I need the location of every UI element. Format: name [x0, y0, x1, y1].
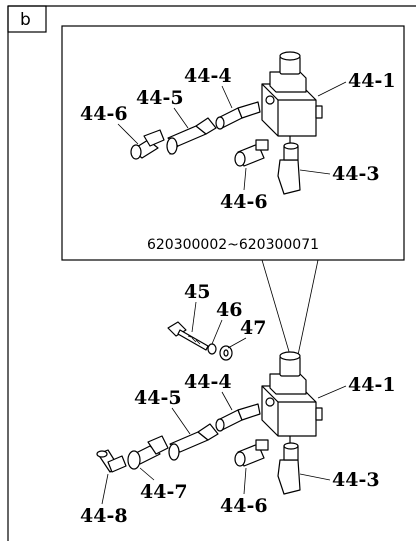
callout-line-left	[261, 259, 291, 356]
detail-label-44-3: 44-3	[332, 163, 380, 185]
elbow-44-8	[96, 449, 127, 473]
leader-44-8	[101, 473, 109, 505]
detail-leader-44-6-left	[117, 123, 139, 145]
corner-label: b	[20, 10, 31, 30]
leader-47	[227, 337, 247, 349]
leader-44-7	[139, 467, 155, 481]
detail-label-44-5: 44-5	[136, 87, 184, 109]
detail-leader-44-5	[173, 107, 189, 129]
elbow-44-3	[277, 442, 301, 495]
leader-46	[211, 319, 223, 345]
elbow-44-6	[234, 439, 269, 467]
label-44-3: 44-3	[332, 469, 380, 491]
leader-44-3	[299, 473, 331, 481]
detail-leader-44-4	[221, 85, 233, 109]
label-47: 47	[240, 317, 266, 339]
detail-label-44-6-left: 44-6	[80, 103, 128, 125]
serial-range-label: 620300002~620300071	[147, 237, 319, 253]
fitting-44-7	[127, 435, 169, 470]
detail-fitting-44-4	[215, 101, 261, 130]
valve-block-44-1	[261, 351, 323, 446]
label-44-6: 44-6	[220, 495, 268, 517]
label-44-7: 44-7	[140, 481, 188, 503]
detail-elbow-44-3	[277, 142, 301, 195]
label-44-8: 44-8	[80, 505, 128, 527]
fitting-44-5	[168, 423, 219, 461]
detail-elbow-44-6-bottom	[234, 139, 269, 167]
detail-elbow-44-6-left	[130, 129, 165, 160]
detail-callout-box	[61, 25, 405, 261]
leader-45	[191, 301, 197, 333]
detail-leader-44-6-bottom	[243, 167, 247, 191]
fitting-44-4	[215, 403, 261, 432]
corner-label-box: b	[7, 5, 47, 33]
detail-label-44-4: 44-4	[184, 65, 232, 87]
detail-label-44-6-bottom: 44-6	[220, 191, 268, 213]
label-45: 45	[184, 281, 210, 303]
label-46: 46	[216, 299, 242, 321]
washer-47	[219, 345, 233, 361]
label-44-4: 44-4	[184, 371, 232, 393]
washer-46	[207, 343, 217, 355]
leader-44-1	[317, 385, 347, 399]
leader-44-4	[221, 391, 233, 411]
detail-leader-44-1	[317, 81, 347, 97]
detail-leader-44-3	[299, 169, 331, 175]
callout-line-right	[297, 259, 319, 356]
detail-label-44-1: 44-1	[348, 70, 396, 92]
label-44-1: 44-1	[348, 374, 396, 396]
leader-44-6	[243, 467, 247, 495]
bolt-45	[167, 321, 209, 351]
leader-44-5	[171, 407, 191, 435]
detail-fitting-44-5	[166, 117, 217, 155]
label-44-5: 44-5	[134, 387, 182, 409]
detail-valve-block-44-1	[261, 51, 323, 148]
